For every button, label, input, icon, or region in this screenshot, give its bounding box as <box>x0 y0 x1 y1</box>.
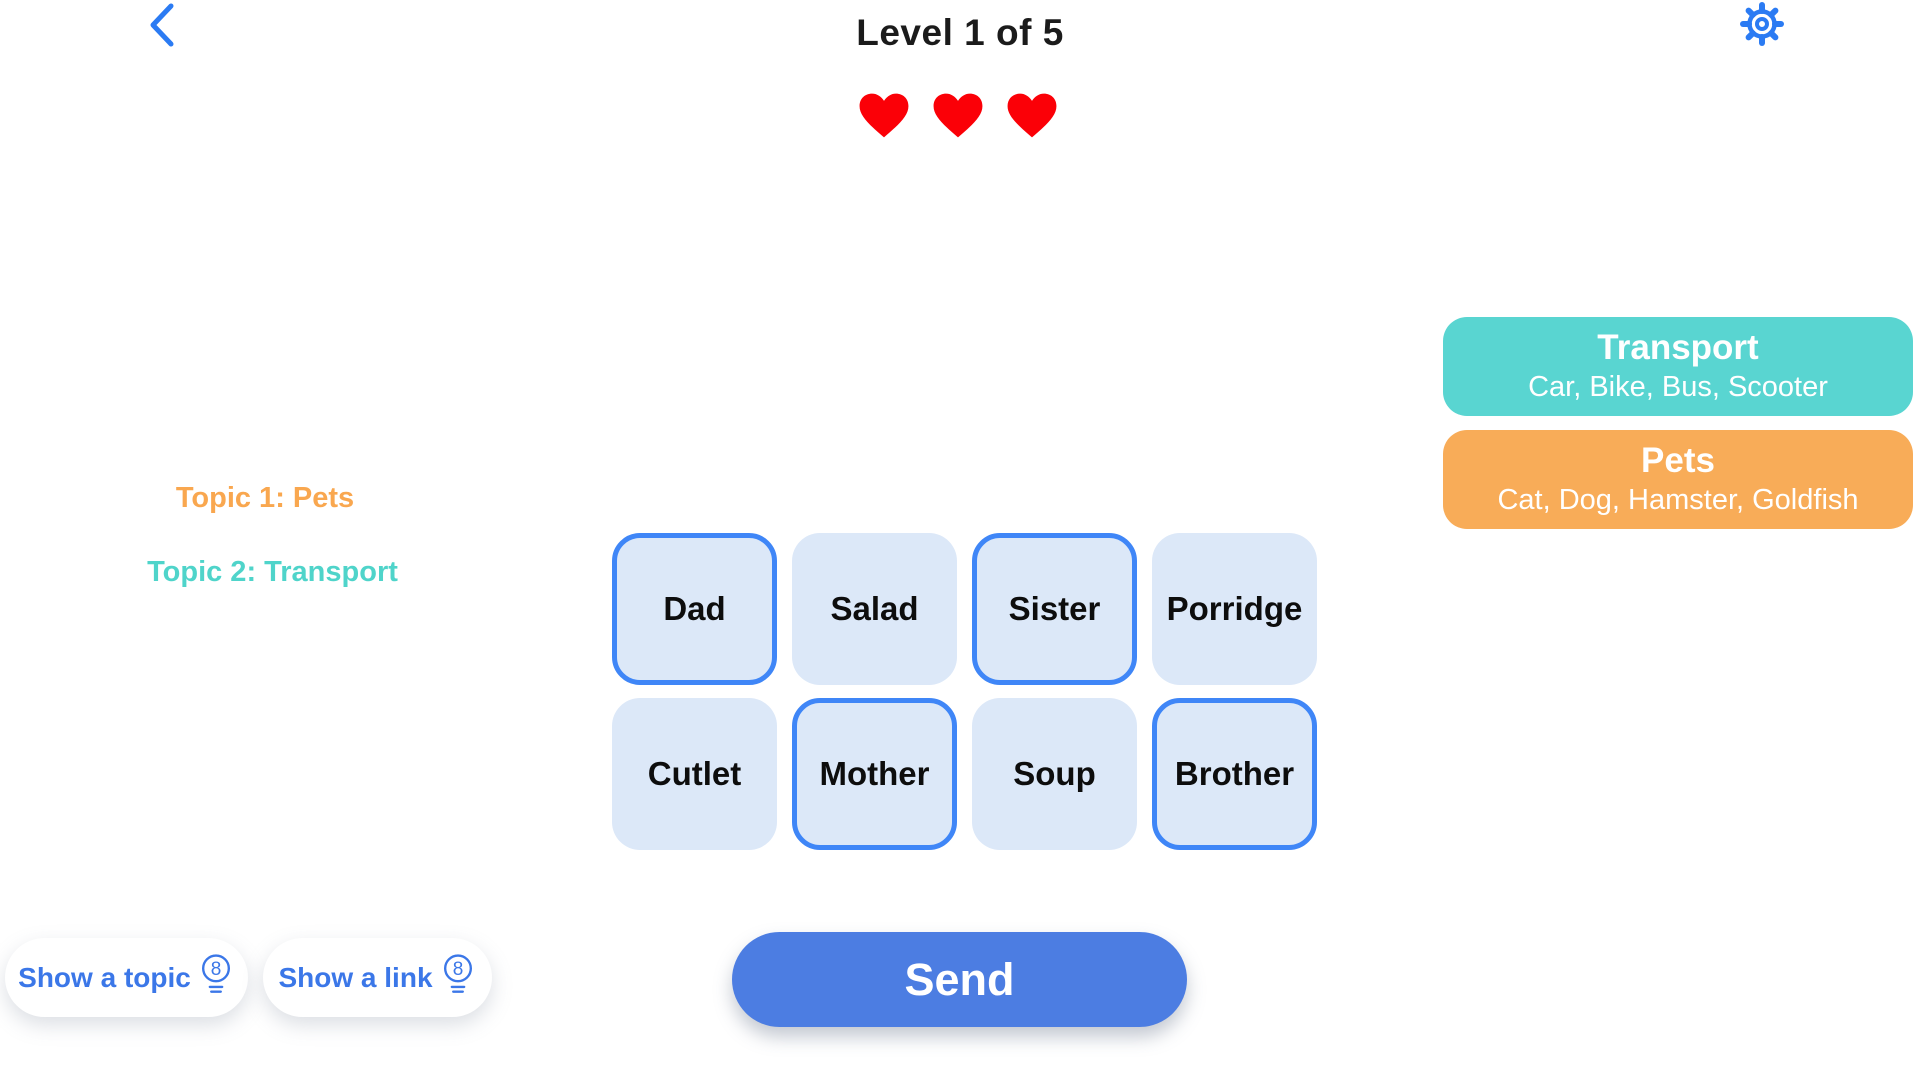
solved-topic-pets: Pets Cat, Dog, Hamster, Goldfish <box>1443 430 1913 529</box>
word-tile[interactable]: Cutlet <box>612 698 777 850</box>
lightbulb-icon: 8 <box>439 952 477 1003</box>
word-tile[interactable]: Dad <box>612 533 777 685</box>
settings-button[interactable] <box>1738 0 1786 50</box>
page-title: Level 1 of 5 <box>856 12 1064 53</box>
heart-icon <box>1006 92 1058 145</box>
heart-icon <box>858 92 910 145</box>
svg-text:8: 8 <box>211 959 222 980</box>
svg-text:8: 8 <box>452 959 463 980</box>
solved-topics-panel: Transport Car, Bike, Bus, Scooter Pets C… <box>1443 317 1913 529</box>
word-tile[interactable]: Sister <box>972 533 1137 685</box>
solved-topic-words: Car, Bike, Bus, Scooter <box>1528 370 1828 403</box>
show-link-button[interactable]: Show a link 8 <box>263 938 492 1017</box>
word-tile[interactable]: Mother <box>792 698 957 850</box>
solved-topic-name: Pets <box>1641 441 1715 481</box>
show-topic-label: Show a topic <box>18 961 191 993</box>
word-tile[interactable]: Salad <box>792 533 957 685</box>
topic-1-label: Topic 1: Pets <box>175 482 355 514</box>
topic-2-label: Topic 2: Transport <box>147 556 398 588</box>
send-button[interactable]: Send <box>732 932 1187 1027</box>
word-tile[interactable]: Brother <box>1152 698 1317 850</box>
word-tile-grid: Dad Salad Sister Porridge Cutlet Mother … <box>612 533 1317 850</box>
chevron-left-icon <box>144 0 180 53</box>
solved-topic-name: Transport <box>1597 328 1759 368</box>
solved-topic-transport: Transport Car, Bike, Bus, Scooter <box>1443 317 1913 416</box>
back-button[interactable] <box>140 0 184 52</box>
lightbulb-icon: 8 <box>197 952 235 1003</box>
solved-topic-words: Cat, Dog, Hamster, Goldfish <box>1497 483 1859 516</box>
show-topic-button[interactable]: Show a topic 8 <box>5 938 248 1017</box>
heart-icon <box>932 92 984 145</box>
lives-indicator <box>858 92 1058 145</box>
word-tile[interactable]: Porridge <box>1152 533 1317 685</box>
show-link-label: Show a link <box>278 961 433 993</box>
word-tile[interactable]: Soup <box>972 698 1137 850</box>
gear-icon <box>1740 1 1784 49</box>
